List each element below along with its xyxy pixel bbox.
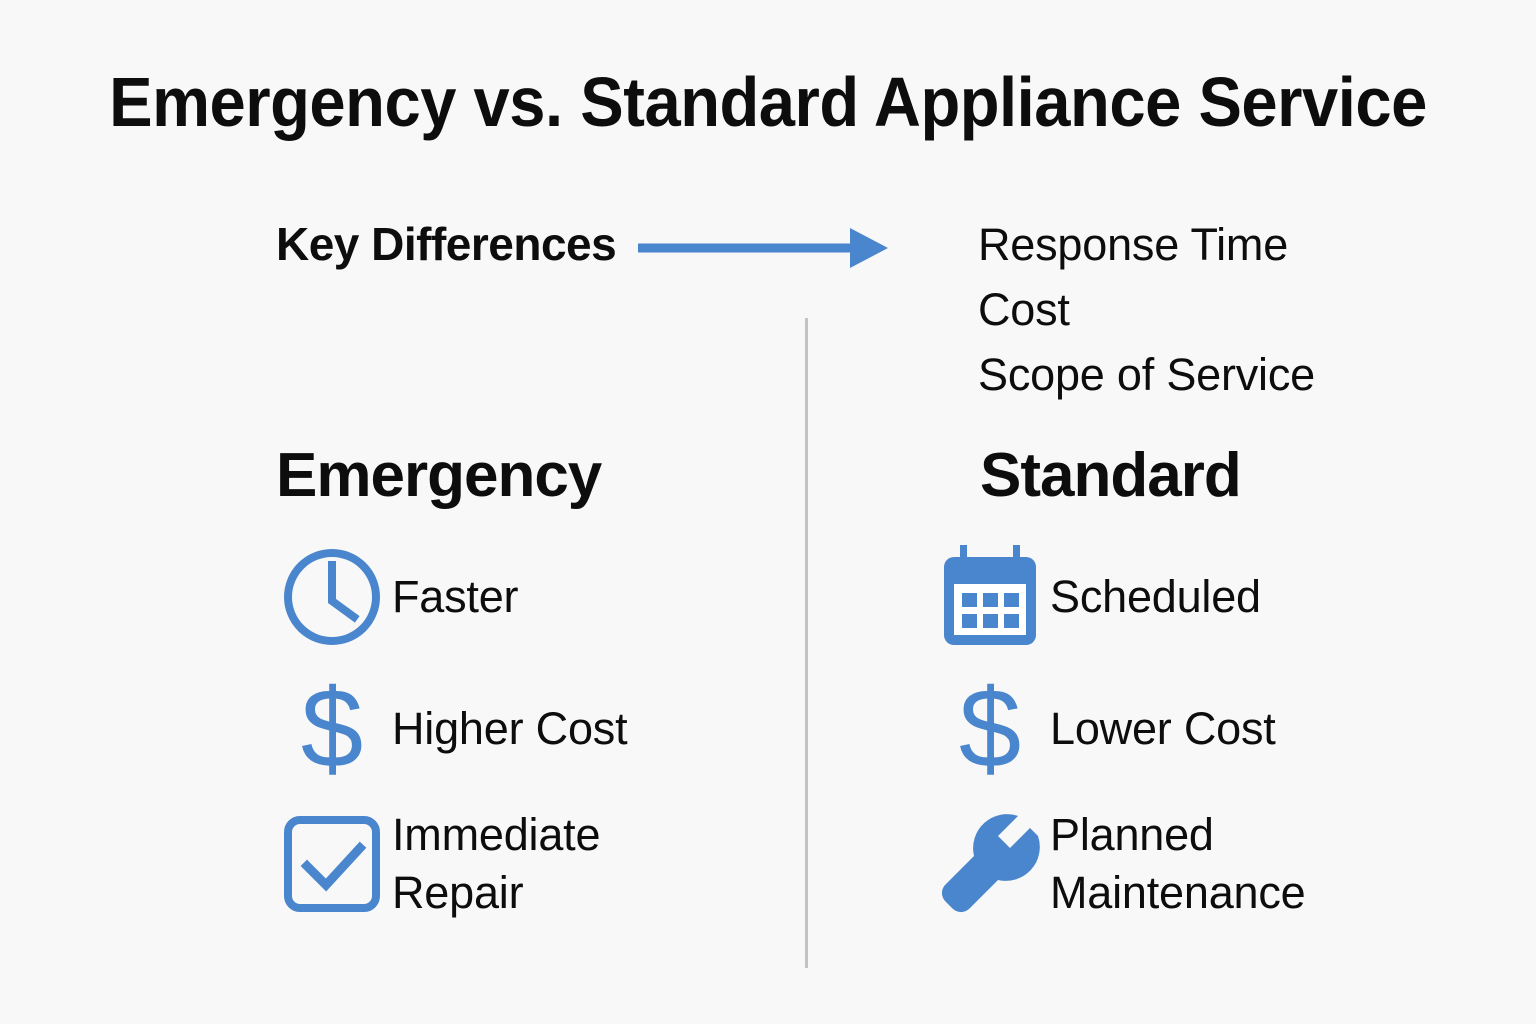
calendar-icon	[930, 542, 1050, 652]
vertical-divider	[805, 318, 808, 968]
column-heading-standard: Standard	[980, 441, 1242, 510]
feature-label: Higher Cost	[392, 703, 628, 754]
column-heading-emergency: Emergency	[276, 441, 602, 510]
feature-label: Lower Cost	[1050, 703, 1276, 754]
feature-label: Scheduled	[1050, 571, 1261, 622]
feature-label: Faster	[392, 571, 519, 622]
clock-icon	[272, 542, 392, 652]
page-title: Emergency vs. Standard Appliance Service	[109, 63, 1427, 141]
key-differences-label: Key Differences	[276, 218, 617, 270]
column-emergency: Emergency Faster $ Higher Cost Immediate…	[272, 438, 772, 922]
feature-row-lower-cost: $ Lower Cost	[930, 666, 1490, 791]
feature-row-planned-maintenance: Planned Maintenance	[930, 806, 1490, 922]
key-differences-list: Response Time Cost Scope of Service	[978, 212, 1315, 407]
dollar-glyph: $	[300, 666, 364, 791]
feature-label: Immediate Repair	[392, 809, 601, 918]
list-item: Scope of Service	[978, 349, 1315, 400]
dollar-sign-icon: $	[930, 666, 1050, 791]
feature-label: Planned Maintenance	[1050, 809, 1306, 918]
checkbox-check-icon	[272, 809, 392, 919]
column-standard: Standard Scheduled $ Lower Cost	[930, 438, 1490, 922]
key-differences-row: Key Differences	[276, 214, 898, 281]
feature-row-immediate-repair: Immediate Repair	[272, 806, 772, 922]
wrench-icon	[930, 809, 1050, 919]
right-arrow-icon	[638, 220, 898, 281]
list-item: Response Time	[978, 219, 1289, 270]
list-item: Cost	[978, 284, 1070, 335]
dollar-sign-icon: $	[272, 666, 392, 791]
feature-row-scheduled: Scheduled	[930, 542, 1490, 652]
dollar-glyph: $	[958, 666, 1022, 791]
feature-row-higher-cost: $ Higher Cost	[272, 666, 772, 791]
feature-row-faster: Faster	[272, 542, 772, 652]
